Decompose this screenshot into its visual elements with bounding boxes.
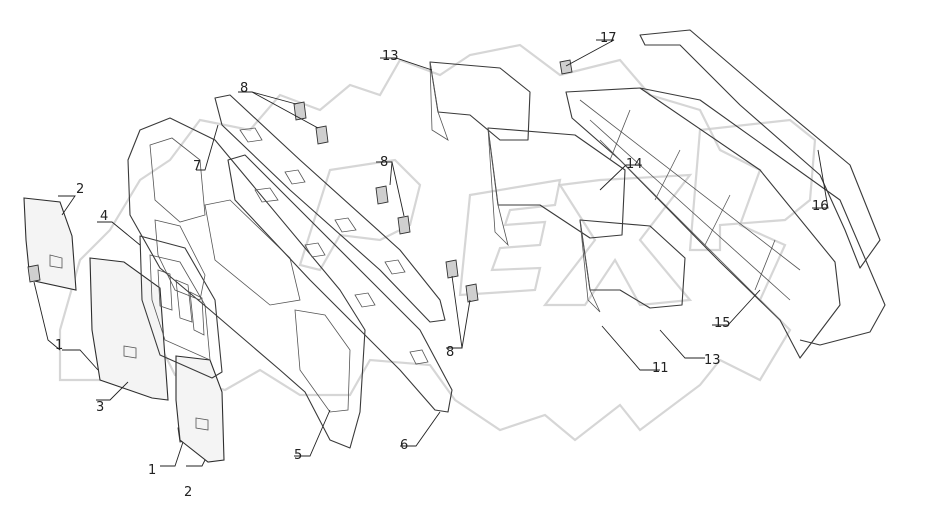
callout-4: 4 bbox=[100, 209, 108, 224]
callout-6: 6 bbox=[400, 438, 408, 453]
callout-7: 7 bbox=[193, 159, 201, 174]
bracket-clips bbox=[293, 101, 479, 303]
callout-15: 15 bbox=[714, 316, 731, 331]
callout-1-bottom: 1 bbox=[148, 463, 156, 478]
callout-3: 3 bbox=[96, 400, 104, 415]
callout-2-lower: 2 bbox=[184, 485, 192, 500]
bumper-strip bbox=[639, 29, 886, 346]
air-duct-upper bbox=[429, 61, 531, 141]
callout-13-upper: 13 bbox=[382, 49, 399, 64]
callout-5: 5 bbox=[294, 448, 302, 463]
callout-17: 17 bbox=[600, 31, 617, 46]
cover-panel-middle bbox=[89, 257, 169, 401]
callout-13-lower: 13 bbox=[704, 353, 721, 368]
callout-labels: 2 1 3 4 1 2 5 6 7 8 8 8 11 13 13 14 15 1… bbox=[55, 31, 829, 500]
air-duct-lower bbox=[579, 219, 686, 313]
callout-8-middle: 8 bbox=[380, 155, 388, 170]
callout-16: 16 bbox=[812, 199, 829, 214]
cover-panel-lower bbox=[175, 355, 225, 463]
air-duct-middle bbox=[487, 127, 626, 247]
support-rail-lower bbox=[227, 154, 453, 413]
callout-8-lower: 8 bbox=[446, 345, 454, 360]
support-rail-upper bbox=[214, 94, 446, 323]
callout-8-top: 8 bbox=[240, 81, 248, 96]
grille-mesh bbox=[565, 87, 841, 359]
watermark bbox=[58, 43, 817, 442]
callout-14: 14 bbox=[626, 157, 643, 172]
small-clip-part bbox=[559, 59, 573, 75]
callout-1-left: 1 bbox=[55, 338, 63, 353]
leader-lines bbox=[33, 39, 829, 467]
callout-2-upper: 2 bbox=[76, 182, 84, 197]
callout-11: 11 bbox=[652, 361, 669, 376]
